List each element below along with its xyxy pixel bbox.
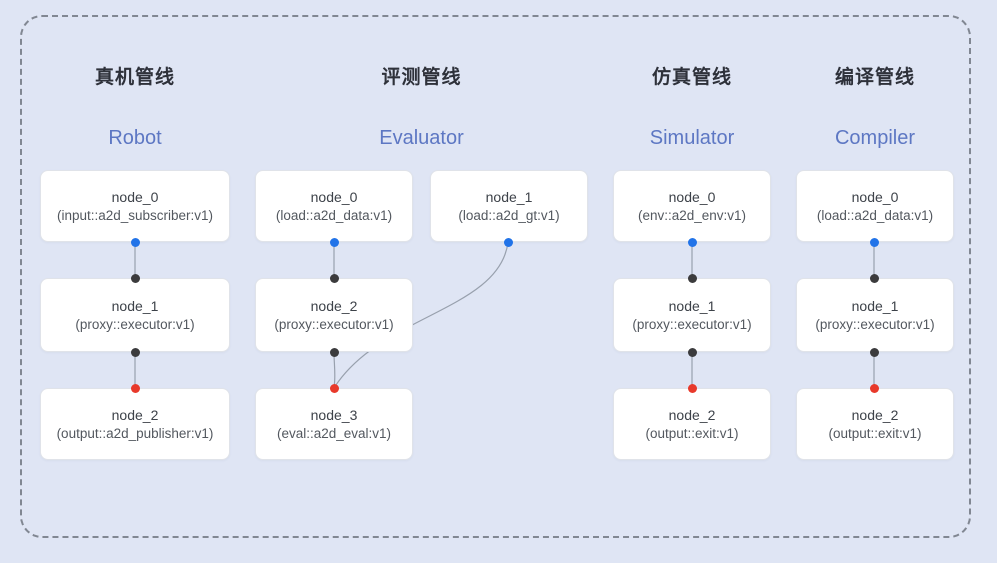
node-robot-0: node_0 (input::a2d_subscriber:v1) <box>40 170 230 242</box>
node-simulator-0: node_0 (env::a2d_env:v1) <box>613 170 771 242</box>
pipeline-title-zh-compiler: 编译管线 <box>834 67 915 88</box>
output-port-dark-icon <box>687 347 697 357</box>
node-label: node_1 <box>851 298 899 314</box>
node-label: node_0 <box>851 189 899 205</box>
node-label: node_0 <box>668 189 716 205</box>
node-label: node_0 <box>310 189 358 205</box>
node-type: (proxy::executor:v1) <box>75 317 195 332</box>
node-label: node_3 <box>310 407 358 423</box>
input-port-red-icon <box>869 383 879 393</box>
pipeline-title-zh-robot: 真机管线 <box>94 67 175 88</box>
edge-curve-gt-to-eval <box>333 241 509 389</box>
node-label: node_0 <box>111 189 159 205</box>
pipeline-title-en-robot: Robot <box>108 127 162 149</box>
node-evaluator-3: node_3 (eval::a2d_eval:v1) <box>255 388 413 460</box>
output-port-dark-icon <box>329 347 339 357</box>
node-type: (output::exit:v1) <box>645 426 739 441</box>
node-robot-2: node_2 (output::a2d_publisher:v1) <box>40 388 230 460</box>
output-port-blue-icon <box>503 237 513 247</box>
output-port-blue-icon <box>329 237 339 247</box>
node-evaluator-1: node_1 (load::a2d_gt:v1) <box>430 170 588 242</box>
input-port-dark-icon <box>687 273 697 283</box>
node-evaluator-2: node_2 (proxy::executor:v1) <box>255 278 413 352</box>
output-port-dark-icon <box>130 347 140 357</box>
input-port-red-icon <box>130 383 140 393</box>
node-evaluator-0: node_0 (load::a2d_data:v1) <box>255 170 413 242</box>
edge-line <box>333 351 336 389</box>
node-type: (load::a2d_gt:v1) <box>458 208 560 223</box>
output-port-dark-icon <box>869 347 879 357</box>
node-type: (eval::a2d_eval:v1) <box>276 426 392 441</box>
node-type: (output::exit:v1) <box>828 426 922 441</box>
pipeline-title-en-compiler: Compiler <box>834 127 916 149</box>
node-simulator-2: node_2 (output::exit:v1) <box>613 388 771 460</box>
node-type: (output::a2d_publisher:v1) <box>56 426 214 441</box>
pipeline-title-en-evaluator: Evaluator <box>379 127 464 149</box>
node-label: node_1 <box>668 298 716 314</box>
output-port-blue-icon <box>869 237 879 247</box>
node-compiler-0: node_0 (load::a2d_data:v1) <box>796 170 954 242</box>
input-port-dark-icon <box>130 273 140 283</box>
node-label: node_2 <box>310 298 358 314</box>
pipeline-title-en-simulator: Simulator <box>649 127 735 149</box>
node-compiler-1: node_1 (proxy::executor:v1) <box>796 278 954 352</box>
pipeline-title-zh-evaluator: 评测管线 <box>381 67 462 88</box>
input-port-dark-icon <box>329 273 339 283</box>
node-type: (load::a2d_data:v1) <box>275 208 393 223</box>
output-port-blue-icon <box>687 237 697 247</box>
node-type: (proxy::executor:v1) <box>274 317 394 332</box>
output-port-blue-icon <box>130 237 140 247</box>
pipeline-title-zh-simulator: 仿真管线 <box>651 67 732 88</box>
node-label: node_2 <box>851 407 899 423</box>
node-robot-1: node_1 (proxy::executor:v1) <box>40 278 230 352</box>
input-port-red-icon <box>687 383 697 393</box>
node-type: (input::a2d_subscriber:v1) <box>56 208 214 223</box>
node-simulator-1: node_1 (proxy::executor:v1) <box>613 278 771 352</box>
node-label: node_1 <box>485 189 533 205</box>
node-type: (proxy::executor:v1) <box>632 317 752 332</box>
input-port-dark-icon <box>869 273 879 283</box>
node-label: node_2 <box>668 407 716 423</box>
node-type: (env::a2d_env:v1) <box>637 208 747 223</box>
node-label: node_1 <box>111 298 159 314</box>
node-compiler-2: node_2 (output::exit:v1) <box>796 388 954 460</box>
node-type: (load::a2d_data:v1) <box>816 208 934 223</box>
node-type: (proxy::executor:v1) <box>815 317 935 332</box>
input-port-red-icon <box>329 383 339 393</box>
node-label: node_2 <box>111 407 159 423</box>
